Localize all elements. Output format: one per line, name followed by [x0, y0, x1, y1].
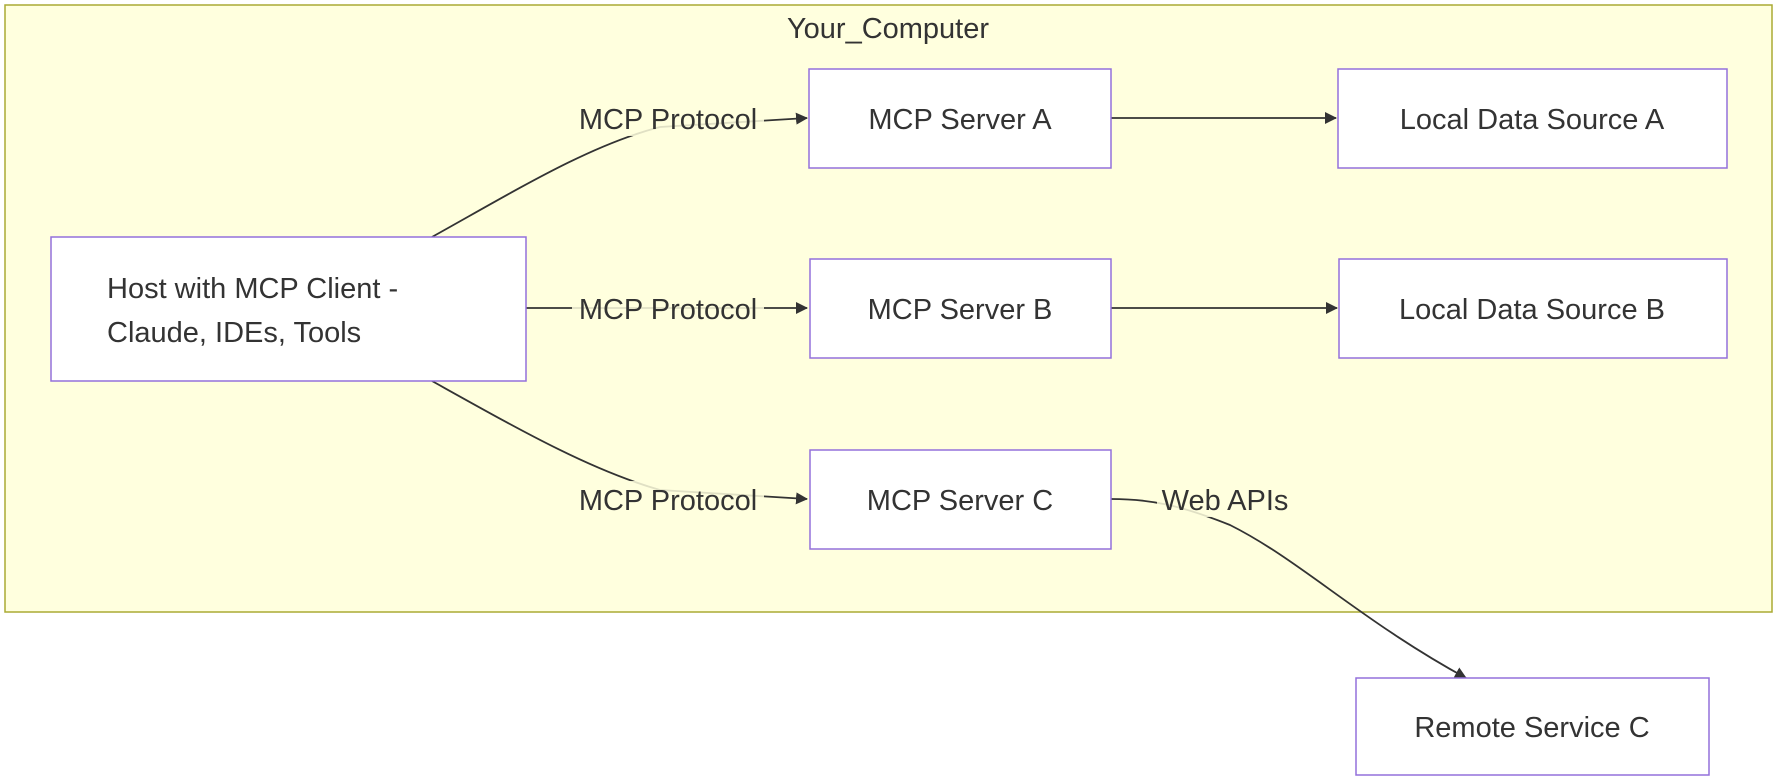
- node-server-a-box: [808, 68, 1112, 169]
- node-remote-c-label: Remote Service C: [1414, 712, 1649, 744]
- edge-label-host-to-b: MCP Protocol: [572, 290, 764, 326]
- edge-label-host-to-c: MCP Protocol: [572, 481, 764, 517]
- node-source-b[interactable]: Local Data Source B: [1338, 258, 1728, 359]
- node-server-c-box: [809, 449, 1112, 550]
- edge-server-c-to-remote-c: [1110, 498, 1467, 679]
- edge-label-text: Web APIs: [1162, 485, 1289, 517]
- node-source-b-box: [1338, 258, 1728, 359]
- group-title: Your_Computer: [787, 13, 989, 45]
- edge-label-text: MCP Protocol: [579, 294, 757, 326]
- node-server-b-label: MCP Server B: [868, 294, 1053, 326]
- edge-label-bg: [572, 290, 764, 326]
- node-host[interactable]: Host with MCP Client - Claude, IDEs, Too…: [50, 236, 527, 382]
- edge-label-host-to-a: MCP Protocol: [572, 100, 764, 136]
- node-server-c-label: MCP Server C: [867, 485, 1053, 517]
- edge-labels: MCP Protocol MCP Protocol MCP Protocol W…: [572, 100, 1293, 517]
- node-remote-c[interactable]: Remote Service C: [1355, 677, 1710, 776]
- edge-label-c-to-remote: Web APIs: [1157, 481, 1293, 517]
- node-source-a-box: [1337, 68, 1728, 169]
- node-server-b-box: [809, 258, 1112, 359]
- edge-label-bg: [572, 481, 764, 517]
- node-host-box: [50, 236, 527, 382]
- node-server-a-label: MCP Server A: [868, 104, 1052, 136]
- node-host-label-line1: Host with MCP Client -: [107, 273, 398, 305]
- node-remote-c-box: [1355, 677, 1710, 776]
- nodes: Host with MCP Client - Claude, IDEs, Too…: [50, 68, 1728, 776]
- edge-label-text: MCP Protocol: [579, 485, 757, 517]
- edge-label-bg: [1157, 481, 1293, 517]
- node-server-c[interactable]: MCP Server C: [809, 449, 1112, 550]
- edge-label-text: MCP Protocol: [579, 104, 757, 136]
- node-source-a[interactable]: Local Data Source A: [1337, 68, 1728, 169]
- node-source-a-label: Local Data Source A: [1400, 104, 1665, 136]
- node-server-a[interactable]: MCP Server A: [808, 68, 1112, 169]
- node-host-label-line2: Claude, IDEs, Tools: [107, 317, 361, 349]
- node-server-b[interactable]: MCP Server B: [809, 258, 1112, 359]
- edge-label-bg: [572, 100, 764, 136]
- node-source-b-label: Local Data Source B: [1399, 294, 1665, 326]
